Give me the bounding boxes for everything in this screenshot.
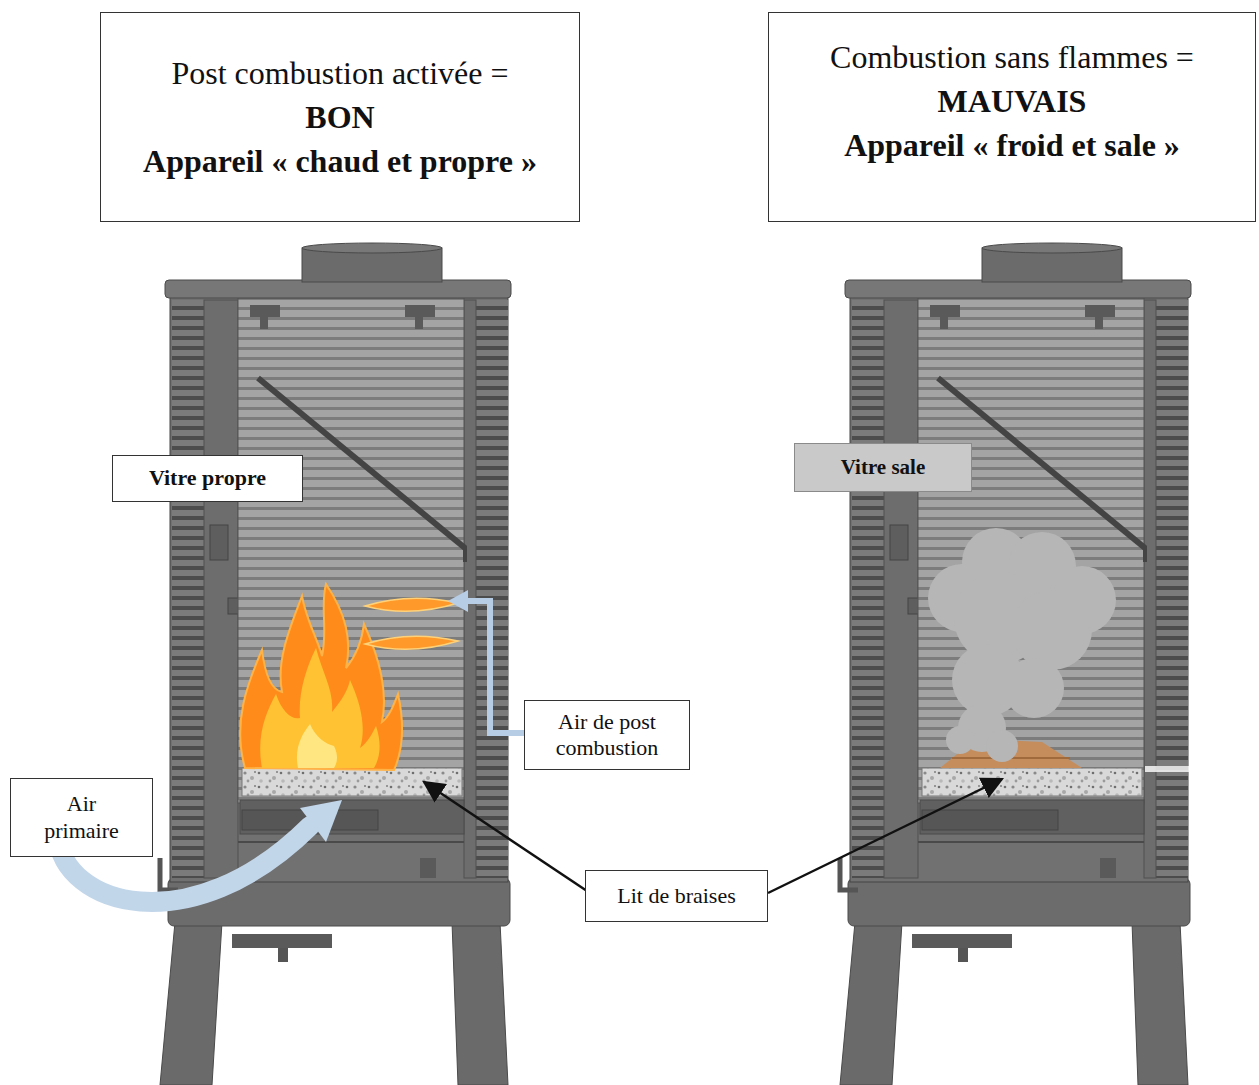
- callout-box: Vitre sale: [794, 443, 972, 492]
- box-text: Lit de braises: [617, 883, 736, 909]
- verdict-box: Post combustion activée =BONAppareil « c…: [100, 12, 580, 222]
- box-text: Air de post combustion: [539, 709, 675, 762]
- box-text: Appareil « chaud et propre »: [143, 139, 537, 183]
- box-text: Air primaire: [37, 791, 126, 844]
- callout-box: Air primaire: [10, 778, 153, 857]
- box-text: BON: [305, 95, 374, 139]
- box-text: Post combustion activée =: [171, 51, 508, 95]
- verdict-box: Combustion sans flammes =MAUVAISAppareil…: [768, 12, 1256, 222]
- box-text: Combustion sans flammes =: [830, 35, 1194, 79]
- box-text: Appareil « froid et sale »: [844, 123, 1180, 167]
- box-text: MAUVAIS: [938, 79, 1087, 123]
- box-text: Vitre propre: [149, 465, 266, 491]
- callout-box: Lit de braises: [585, 870, 768, 922]
- callout-box: Air de post combustion: [524, 700, 690, 770]
- callout-box: Vitre propre: [112, 455, 303, 502]
- box-text: Vitre sale: [841, 455, 926, 480]
